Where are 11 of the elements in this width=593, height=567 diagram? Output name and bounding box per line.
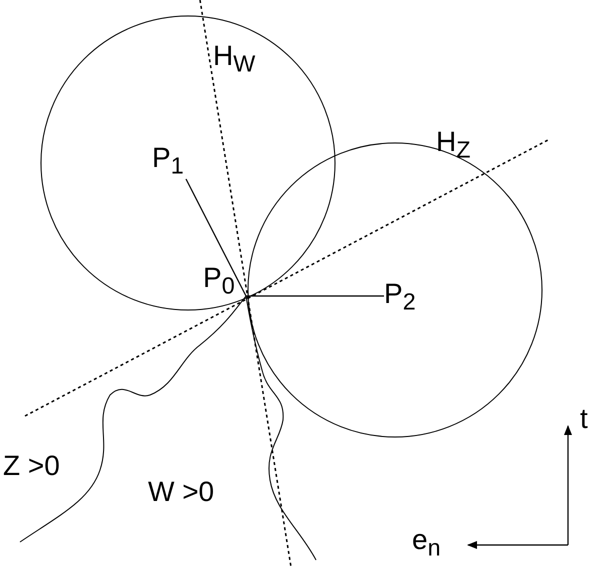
line-label: H$_{Z}$ [436, 128, 470, 162]
point-label: P$_{1}$ [152, 144, 188, 178]
line-label: H$_{W}$ [213, 42, 256, 76]
axis-label: t [580, 405, 588, 433]
axis-label: e$_{n}$ [412, 526, 441, 560]
line-segment [185, 178, 247, 296]
region-label: W >0 [148, 478, 214, 506]
line-segment [246, 295, 384, 297]
point-label: P$_{0}$ [203, 264, 247, 298]
region-label: Z >0 [3, 452, 60, 480]
point-label: P$_{2}$ [384, 280, 424, 314]
